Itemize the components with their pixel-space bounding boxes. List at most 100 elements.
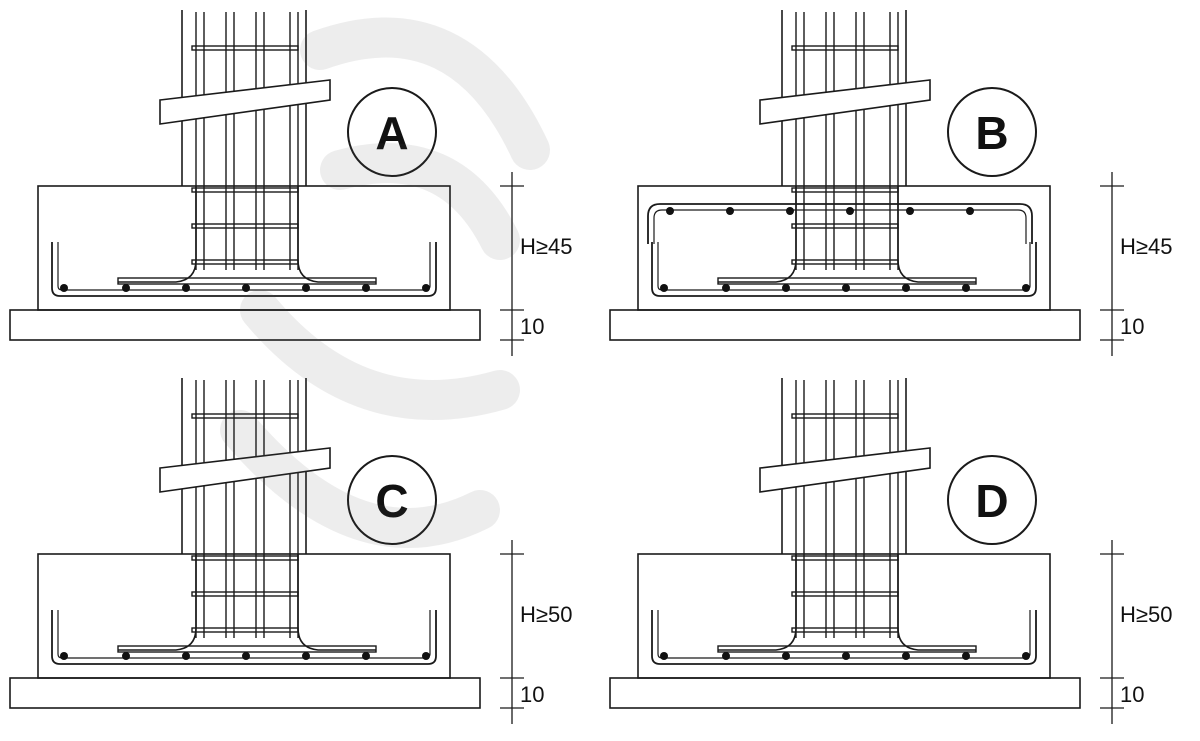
break-line: [159, 447, 331, 493]
column-tie: [191, 187, 299, 193]
starter-bar-left: [718, 554, 797, 651]
top-bar: [647, 203, 1033, 244]
bottom-bar-dot: [842, 652, 850, 660]
cover-label: 10: [520, 682, 544, 707]
bottom-bar-dot: [242, 652, 250, 660]
bottom-bar-dot: [962, 284, 970, 292]
bottom-bar-dot: [1022, 652, 1030, 660]
lean-concrete-slab: [9, 677, 481, 709]
bottom-bar-dot: [962, 652, 970, 660]
column-tie: [191, 223, 299, 229]
lean-concrete-slab: [609, 309, 1081, 341]
cover-label: 10: [1120, 682, 1144, 707]
starter-bar-left: [118, 554, 197, 651]
height-label: H≥50: [520, 602, 572, 627]
top-bar-dot: [906, 207, 914, 215]
bottom-bar-dot: [122, 284, 130, 292]
height-label: H≥45: [1120, 234, 1172, 259]
column-tie: [191, 413, 299, 419]
height-label: H≥50: [1120, 602, 1172, 627]
column-tie: [791, 187, 899, 193]
starter-base-plate: [717, 645, 977, 653]
top-bar-dot: [786, 207, 794, 215]
bottom-bar: [51, 610, 437, 665]
panel-label-circle: [347, 455, 437, 545]
bottom-bar-dot: [362, 284, 370, 292]
top-bar-dot: [966, 207, 974, 215]
panel-a: A H≥45 10: [0, 0, 600, 368]
bottom-bar-dot: [782, 284, 790, 292]
panel-label-circle: [947, 455, 1037, 545]
footing-group: B H≥45 10: [609, 10, 1172, 356]
bottom-bar-dot: [60, 652, 68, 660]
cover-label: 10: [520, 314, 544, 339]
bottom-bar-dot: [302, 284, 310, 292]
break-line: [759, 79, 931, 125]
height-label: H≥45: [520, 234, 572, 259]
bottom-bar-dot: [362, 652, 370, 660]
footing-drawing: A H≥45 10: [9, 10, 572, 356]
column-tie: [191, 591, 299, 597]
lean-concrete-slab: [609, 677, 1081, 709]
column-tie: [791, 259, 899, 265]
bottom-bar-dot: [842, 284, 850, 292]
bottom-bar-dot: [122, 652, 130, 660]
column-tie: [191, 259, 299, 265]
column-tie: [191, 555, 299, 561]
panel-label-circle: [347, 87, 437, 177]
column-tie: [791, 413, 899, 419]
bottom-bar-dot: [422, 652, 430, 660]
column-tie: [791, 627, 899, 633]
cover-label: 10: [1120, 314, 1144, 339]
starter-bar-right: [897, 186, 976, 283]
panel-b: B H≥45 10: [600, 0, 1200, 368]
lean-concrete-slab: [9, 309, 481, 341]
bottom-bar-dot: [782, 652, 790, 660]
bottom-bar-dot: [722, 652, 730, 660]
bottom-bar-dot: [1022, 284, 1030, 292]
starter-base-plate: [117, 277, 377, 285]
column-tie: [791, 555, 899, 561]
column-tie: [191, 627, 299, 633]
column-tie: [191, 45, 299, 51]
panel-c: C H≥50 10: [0, 368, 600, 736]
starter-bar-right: [897, 554, 976, 651]
bottom-bar-dot: [60, 284, 68, 292]
top-bar-inner: [653, 209, 1027, 244]
footing-block: [37, 553, 451, 679]
panel-d: D H≥50 10: [600, 368, 1200, 736]
panel-label: A: [375, 107, 408, 159]
break-line: [759, 447, 931, 493]
break-line: [159, 79, 331, 125]
bottom-bar: [651, 610, 1037, 665]
panel-label-circle: [947, 87, 1037, 177]
bottom-bar-dot: [302, 652, 310, 660]
footing-block: [637, 185, 1051, 311]
starter-bar-right: [297, 186, 376, 283]
bottom-bar-dot: [660, 284, 668, 292]
footing-block: [637, 553, 1051, 679]
panel-label: C: [375, 475, 408, 527]
panel-label: B: [975, 107, 1008, 159]
starter-bar-left: [718, 186, 797, 283]
footing-drawing: D H≥50 10: [609, 378, 1172, 724]
footing-block: [37, 185, 451, 311]
starter-bar-right: [297, 554, 376, 651]
starter-base-plate: [717, 277, 977, 285]
bottom-bar-dot: [242, 284, 250, 292]
bottom-bar: [51, 242, 437, 297]
bottom-bar-dot: [182, 652, 190, 660]
footing-drawing: B H≥45 10: [609, 10, 1172, 356]
bottom-bar-dot: [722, 284, 730, 292]
top-bar-dot: [846, 207, 854, 215]
top-bar-dot: [726, 207, 734, 215]
footing-group: D H≥50 10: [609, 378, 1172, 724]
bottom-bar-dot: [902, 652, 910, 660]
column-tie: [791, 223, 899, 229]
bottom-bar-dot: [422, 284, 430, 292]
footing-drawing: C H≥50 10: [9, 378, 572, 724]
starter-bar-left: [118, 186, 197, 283]
top-bar-dot: [666, 207, 674, 215]
panel-label: D: [975, 475, 1008, 527]
